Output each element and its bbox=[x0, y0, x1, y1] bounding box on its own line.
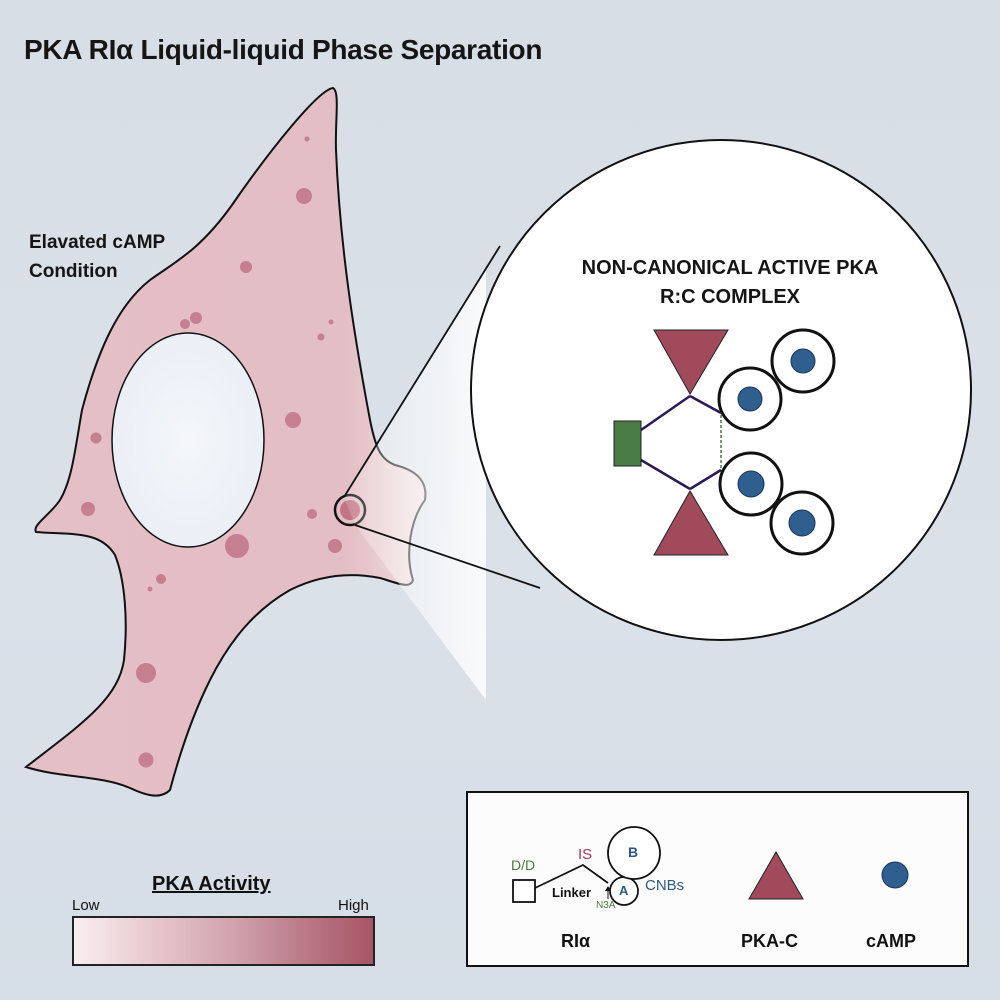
zoom-line-top bbox=[343, 245, 501, 498]
camp-icon bbox=[737, 386, 763, 412]
droplet bbox=[317, 333, 325, 341]
linker-polyline bbox=[534, 863, 609, 889]
camp-label: cAMP bbox=[866, 931, 917, 951]
condition-label: Elavated cAMP Condition bbox=[29, 228, 165, 286]
droplet bbox=[225, 534, 249, 558]
droplet bbox=[156, 574, 166, 584]
droplet bbox=[90, 432, 102, 444]
pka-c-triangle-icon bbox=[653, 490, 729, 556]
condensate-droplets bbox=[81, 136, 342, 768]
droplet bbox=[240, 261, 252, 273]
activity-high-label: High bbox=[338, 897, 369, 914]
cnb-b-circle bbox=[607, 826, 661, 880]
pka-c-triangle-icon bbox=[653, 329, 729, 395]
cnb-a-label: A bbox=[619, 883, 629, 898]
linker-line bbox=[689, 394, 722, 415]
droplet bbox=[136, 663, 156, 683]
cnb-domain-icon bbox=[717, 366, 783, 432]
zoom-line-bottom bbox=[354, 524, 541, 589]
activity-low-label: Low bbox=[72, 897, 100, 914]
droplet bbox=[285, 412, 301, 428]
activity-scale-title: PKA Activity bbox=[152, 873, 271, 895]
dd-domain-icon bbox=[613, 420, 642, 467]
legend-box: D/D IS Linker N3A A B CNBs RIα PKA-C cAM… bbox=[466, 791, 969, 967]
droplet bbox=[304, 136, 310, 142]
droplet bbox=[190, 312, 202, 324]
droplet bbox=[328, 539, 342, 553]
n3a-label: N3A bbox=[596, 900, 616, 911]
rc-complex bbox=[613, 328, 836, 556]
condition-line2: Condition bbox=[29, 261, 118, 282]
cnb-domain-icon bbox=[718, 451, 784, 517]
droplet bbox=[81, 502, 95, 516]
zoom-title-line2: R:C COMPLEX bbox=[660, 286, 800, 308]
linker-label: Linker bbox=[552, 885, 592, 900]
is-label: IS bbox=[578, 846, 593, 863]
legend-graphics bbox=[512, 826, 909, 906]
linker-line bbox=[689, 468, 722, 491]
linker-line bbox=[640, 394, 691, 432]
droplet bbox=[307, 509, 317, 519]
cnb-domain-icon bbox=[769, 490, 835, 556]
camp-legend-icon bbox=[881, 861, 909, 889]
linker-line bbox=[640, 458, 691, 491]
cnb-domain-icon bbox=[770, 328, 836, 394]
camp-icon bbox=[788, 509, 816, 537]
activity-gradient-bar bbox=[72, 916, 375, 966]
droplet bbox=[180, 319, 190, 329]
dd-square-icon bbox=[512, 879, 536, 903]
droplet bbox=[138, 752, 154, 768]
figure-title: PKA RIα Liquid-liquid Phase Separation bbox=[24, 34, 543, 65]
droplet bbox=[328, 319, 334, 325]
condition-line1: Elavated cAMP bbox=[29, 232, 166, 253]
nucleus bbox=[111, 332, 265, 548]
cnb-b-label: B bbox=[628, 844, 639, 860]
cnbs-label: CNBs bbox=[645, 877, 685, 894]
ria-label: RIα bbox=[561, 931, 591, 951]
dd-label: D/D bbox=[511, 857, 536, 873]
droplet bbox=[296, 188, 312, 204]
camp-icon bbox=[790, 348, 816, 374]
pka-c-label: PKA-C bbox=[741, 931, 798, 951]
droplet bbox=[147, 586, 153, 592]
zoom-panel-title: NON-CANONICAL ACTIVE PKA R:C COMPLEX bbox=[520, 254, 940, 312]
zoom-title-line1: NON-CANONICAL ACTIVE PKA bbox=[581, 257, 879, 279]
pka-c-legend-icon bbox=[748, 850, 804, 900]
camp-icon bbox=[737, 470, 765, 498]
zoom-cone bbox=[344, 270, 486, 700]
